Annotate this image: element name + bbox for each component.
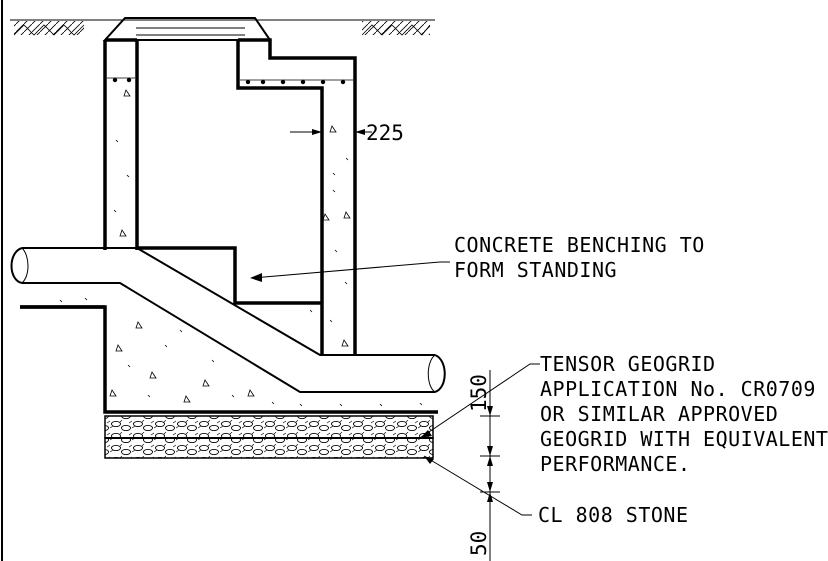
dimension-150-label: 150: [467, 374, 491, 412]
benching-leader: [250, 261, 450, 282]
stone-layer-upper: [104, 415, 434, 439]
geogrid-note-line4: GEOGRID WITH EQUIVALENT: [540, 427, 828, 451]
concrete-aggregate-marks: [113, 89, 351, 347]
wall-thickness-label: 225: [366, 121, 404, 145]
ground-hatch-right: [361, 21, 431, 36]
geogrid-note-line3: OR SIMILAR APPROVED: [540, 402, 778, 426]
base-slab: [20, 305, 438, 414]
geogrid-note-line1: TENSOR GEOGRID: [540, 352, 716, 376]
wall-thickness-dimension: [290, 129, 372, 135]
dimension-50-label: 50: [467, 531, 491, 556]
manhole-cover-frame: [102, 17, 272, 41]
base-concrete-aggregate: [59, 297, 423, 407]
geogrid-note-line5: PERFORMANCE.: [540, 452, 691, 476]
stone-layer-lower: [104, 437, 434, 459]
layer-thickness-dimension: [480, 370, 500, 561]
stone-note: CL 808 STONE: [538, 503, 689, 527]
rebar-dots: [112, 77, 346, 85]
stone-leader: [423, 455, 532, 516]
ground-hatch-left: [13, 21, 85, 36]
benching-outline: [137, 246, 322, 305]
inlet-pipe: [10, 247, 446, 393]
geogrid-note-line2: APPLICATION No. CR0709: [540, 377, 816, 401]
geogrid-leader: [419, 363, 540, 439]
roof-slab: [236, 38, 357, 355]
benching-note-line1: CONCRETE BENCHING TO: [454, 233, 705, 257]
benching-note-line2: FORM STANDING: [454, 258, 617, 282]
chamber-left-wall: [103, 38, 139, 250]
